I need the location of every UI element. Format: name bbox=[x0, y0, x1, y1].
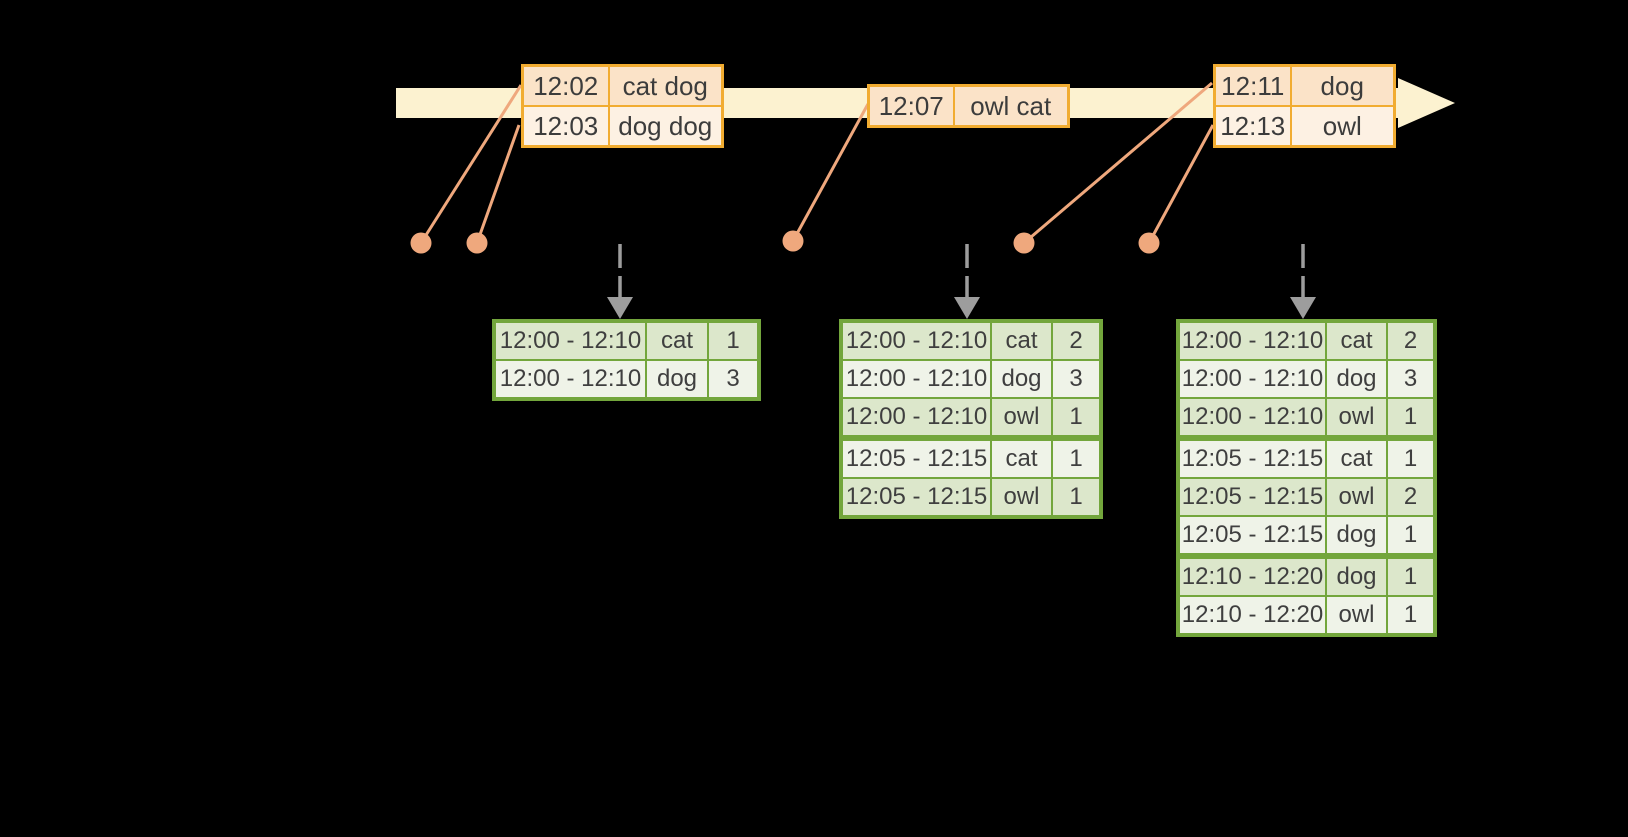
table-row: 12:00 - 12:10 cat 2 bbox=[1177, 320, 1436, 361]
word-cell: cat bbox=[990, 435, 1053, 479]
event-words-cell: cat dog bbox=[607, 64, 724, 107]
window-cell: 12:05 - 12:15 bbox=[840, 435, 992, 479]
window-cell: 12:00 - 12:10 bbox=[1177, 320, 1327, 361]
table-row: 12:02 cat dog bbox=[521, 64, 724, 107]
table-row: 12:00 - 12:10 dog 3 bbox=[493, 359, 760, 400]
word-cell: owl bbox=[1325, 397, 1388, 439]
table-row: 12:05 - 12:15 dog 1 bbox=[1177, 515, 1436, 557]
count-cell: 3 bbox=[1386, 359, 1436, 399]
event-time-cell: 12:03 bbox=[521, 105, 610, 148]
table-row: 12:00 - 12:10 dog 3 bbox=[1177, 359, 1436, 399]
word-cell: cat bbox=[1325, 435, 1388, 479]
table-row: 12:03 dog dog bbox=[521, 105, 724, 148]
word-cell: owl bbox=[990, 477, 1053, 518]
word-cell: dog bbox=[990, 359, 1053, 399]
table-row: 12:00 - 12:10 owl 1 bbox=[1177, 397, 1436, 439]
count-cell: 1 bbox=[1386, 435, 1436, 479]
event-time-cell: 12:13 bbox=[1213, 105, 1292, 148]
event-connector-line bbox=[791, 103, 870, 242]
event-time-cell: 12:07 bbox=[867, 84, 955, 128]
event-dot bbox=[1013, 232, 1035, 254]
event-words-cell: owl cat bbox=[952, 84, 1070, 128]
word-cell: cat bbox=[1325, 320, 1388, 361]
count-cell: 3 bbox=[1051, 359, 1102, 399]
event-words-cell: owl bbox=[1289, 105, 1396, 148]
count-cell: 1 bbox=[1386, 515, 1436, 557]
window-cell: 12:05 - 12:15 bbox=[1177, 515, 1327, 557]
table-row: 12:05 - 12:15 cat 1 bbox=[840, 435, 1102, 479]
table-row: 12:11 dog bbox=[1213, 64, 1396, 107]
window-cell: 12:00 - 12:10 bbox=[840, 359, 992, 399]
word-cell: cat bbox=[645, 320, 709, 361]
table-row: 12:00 - 12:10 cat 1 bbox=[493, 320, 760, 361]
count-cell: 1 bbox=[707, 320, 760, 361]
event-dot bbox=[466, 232, 488, 254]
count-cell: 1 bbox=[1051, 397, 1102, 439]
event-time-cell: 12:11 bbox=[1213, 64, 1292, 107]
window-cell: 12:00 - 12:10 bbox=[493, 320, 647, 361]
table-row: 12:10 - 12:20 owl 1 bbox=[1177, 595, 1436, 636]
event-batch-table-3: 12:11 dog 12:13 owl bbox=[1213, 64, 1396, 148]
table-row: 12:13 owl bbox=[1213, 105, 1396, 148]
result-table-2: 12:00 - 12:10 cat 2 12:00 - 12:10 dog 3 … bbox=[839, 319, 1103, 519]
window-cell: 12:05 - 12:15 bbox=[1177, 477, 1327, 517]
word-cell: owl bbox=[990, 397, 1053, 439]
event-words-cell: dog bbox=[1289, 64, 1396, 107]
window-cell: 12:10 - 12:20 bbox=[1177, 595, 1327, 636]
table-row: 12:07 owl cat bbox=[867, 84, 1070, 128]
result-table-3: 12:00 - 12:10 cat 2 12:00 - 12:10 dog 3 … bbox=[1176, 319, 1437, 637]
word-cell: dog bbox=[1325, 359, 1388, 399]
table-row: 12:05 - 12:15 owl 2 bbox=[1177, 477, 1436, 517]
trigger-arrowhead-icon bbox=[954, 297, 980, 319]
count-cell: 1 bbox=[1386, 595, 1436, 636]
trigger-arrowhead-icon bbox=[607, 297, 633, 319]
table-row: 12:00 - 12:10 dog 3 bbox=[840, 359, 1102, 399]
count-cell: 2 bbox=[1051, 320, 1102, 361]
table-row: 12:00 - 12:10 owl 1 bbox=[840, 397, 1102, 439]
window-cell: 12:00 - 12:10 bbox=[493, 359, 647, 400]
window-cell: 12:10 - 12:20 bbox=[1177, 553, 1327, 597]
count-cell: 1 bbox=[1051, 477, 1102, 518]
event-connector-line bbox=[1147, 124, 1215, 244]
event-batch-table-2: 12:07 owl cat bbox=[867, 84, 1070, 128]
event-connector-line bbox=[475, 124, 521, 244]
window-cell: 12:05 - 12:15 bbox=[1177, 435, 1327, 479]
event-dot bbox=[1138, 232, 1160, 254]
window-cell: 12:00 - 12:10 bbox=[1177, 359, 1327, 399]
count-cell: 1 bbox=[1386, 553, 1436, 597]
count-cell: 1 bbox=[1386, 397, 1436, 439]
trigger-arrows bbox=[607, 244, 1316, 319]
window-cell: 12:00 - 12:10 bbox=[840, 397, 992, 439]
count-cell: 2 bbox=[1386, 477, 1436, 517]
event-batch-table-1: 12:02 cat dog 12:03 dog dog bbox=[521, 64, 724, 148]
word-cell: dog bbox=[1325, 515, 1388, 557]
window-cell: 12:05 - 12:15 bbox=[840, 477, 992, 518]
timeline-arrowhead-icon bbox=[1398, 78, 1455, 128]
window-cell: 12:00 - 12:10 bbox=[1177, 397, 1327, 439]
event-dot bbox=[410, 232, 432, 254]
table-row: 12:05 - 12:15 cat 1 bbox=[1177, 435, 1436, 479]
table-row: 12:00 - 12:10 cat 2 bbox=[840, 320, 1102, 361]
event-dot bbox=[782, 230, 804, 252]
table-row: 12:10 - 12:20 dog 1 bbox=[1177, 553, 1436, 597]
table-row: 12:05 - 12:15 owl 1 bbox=[840, 477, 1102, 518]
window-cell: 12:00 - 12:10 bbox=[840, 320, 992, 361]
count-cell: 1 bbox=[1051, 435, 1102, 479]
event-words-cell: dog dog bbox=[607, 105, 724, 148]
word-cell: owl bbox=[1325, 477, 1388, 517]
event-time-cell: 12:02 bbox=[521, 64, 610, 107]
count-cell: 3 bbox=[707, 359, 760, 400]
event-dots bbox=[410, 230, 1160, 254]
count-cell: 2 bbox=[1386, 320, 1436, 361]
result-table-1: 12:00 - 12:10 cat 1 12:00 - 12:10 dog 3 bbox=[492, 319, 761, 401]
word-cell: owl bbox=[1325, 595, 1388, 636]
word-cell: dog bbox=[645, 359, 709, 400]
word-cell: cat bbox=[990, 320, 1053, 361]
word-cell: dog bbox=[1325, 553, 1388, 597]
trigger-arrowhead-icon bbox=[1290, 297, 1316, 319]
